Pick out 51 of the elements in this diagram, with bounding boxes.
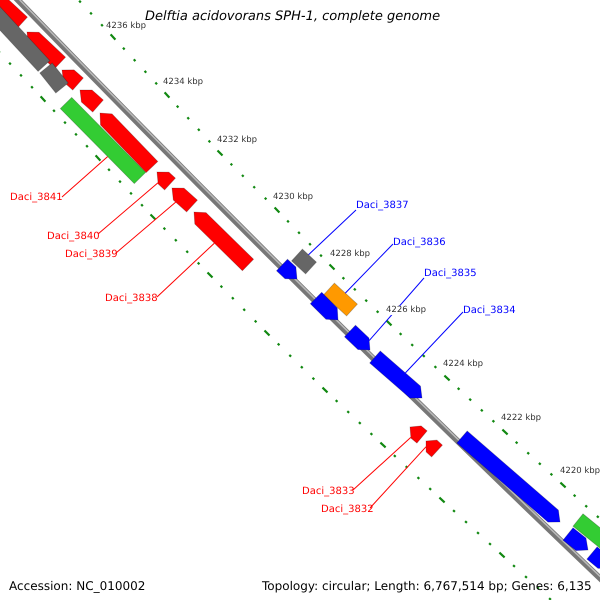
scale-tick-label: 4220 kbp <box>560 467 600 476</box>
scale-tick-label: 4234 kbp <box>163 78 204 86</box>
gene-label: Daci_3837 <box>356 201 409 211</box>
gene-label: Daci_3834 <box>463 306 516 316</box>
gene-feature <box>456 430 560 522</box>
gene-feature <box>80 90 104 113</box>
gene-feature <box>291 248 317 274</box>
gene-label: Daci_3833 <box>302 487 355 497</box>
gene-feature <box>344 324 370 350</box>
gene-feature <box>0 6 50 72</box>
leader-line <box>116 202 176 254</box>
gene-label: Daci_3836 <box>393 238 446 248</box>
gene-feature <box>100 112 158 174</box>
gene-feature <box>586 546 600 569</box>
gene-label: Daci_3838 <box>105 294 158 304</box>
gene-feature <box>194 212 254 272</box>
gene-feature <box>310 292 338 320</box>
leader-line <box>404 312 464 374</box>
scale-tick-label: 4236 kbp <box>106 22 146 30</box>
leader-line <box>370 446 427 508</box>
gene-feature <box>156 172 176 190</box>
gene-feature <box>562 527 588 551</box>
gene-feature <box>323 282 358 316</box>
leader-line <box>98 182 158 234</box>
gene-feature <box>276 258 298 280</box>
gene-label: Daci_3832 <box>321 505 374 515</box>
leader-line <box>156 242 215 298</box>
scale-tick-label: 4232 kbp <box>217 136 258 144</box>
footer-text: Accession: NC_010002 <box>9 580 146 592</box>
leader-line <box>308 210 356 256</box>
gene-feature <box>60 96 146 184</box>
scale-tick-label: 4230 kbp <box>273 193 314 202</box>
scale-tick-label: 4224 kbp <box>443 360 484 368</box>
gene-feature <box>62 70 84 91</box>
gene-feature <box>369 350 422 398</box>
leader-line <box>344 244 394 294</box>
diagram-title: Delftia acidovorans SPH-1, complete genome <box>145 10 440 23</box>
gene-feature <box>426 440 443 458</box>
gene-label: Daci_3841 <box>10 193 63 203</box>
scale-tick-label: 4226 kbp <box>386 306 426 314</box>
gene-label: Daci_3840 <box>47 232 100 242</box>
gene-label: Daci_3839 <box>65 250 118 260</box>
footer-text: Topology: circular; Length: 6,767,514 bp; Genes: 6,135 <box>262 580 592 592</box>
gene-feature <box>172 188 198 212</box>
leader-line <box>352 436 412 490</box>
gene-feature <box>410 425 428 444</box>
gene-feature <box>39 62 69 94</box>
gene-label: Daci_3835 <box>424 269 477 279</box>
scale-tick-label: 4222 kbp <box>501 414 542 422</box>
leader-line <box>62 156 108 198</box>
scale-tick-label: 4228 kbp <box>330 250 370 258</box>
